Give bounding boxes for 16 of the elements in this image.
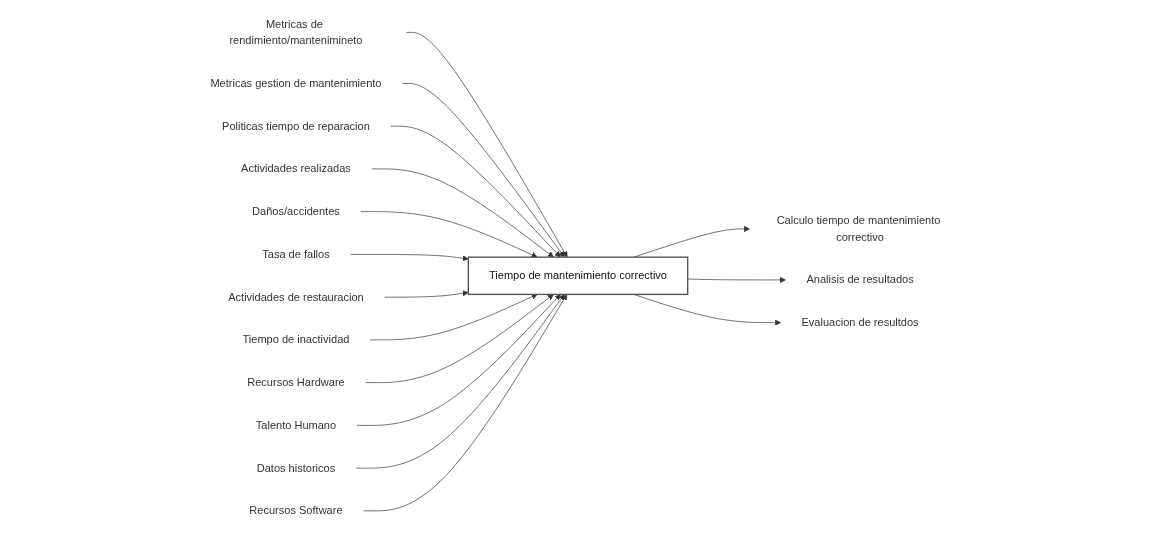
node-text: Calculo tiempo de mantenimiento correctivo: [776, 214, 941, 243]
node-text: Tasa de fallos: [262, 248, 330, 260]
node-text: Politicas tiempo de reparacion: [222, 119, 370, 132]
node-text: Tiempo de inactividad: [242, 333, 350, 346]
node-text: Analisis de resultados: [806, 273, 914, 286]
node-text: Metricas de rendimiento/mantenimineto: [229, 17, 363, 47]
node-text: Actividades realizadas: [241, 162, 351, 175]
node-text: Metricas gestion de mantenimiento: [210, 77, 382, 89]
node-text: Daños/accidentes: [252, 205, 340, 218]
node-box: Tiempo de mantenimiento correctivo: [467, 256, 689, 296]
node-text: Evaluacion de resultdos: [801, 316, 919, 329]
node-text: Actividades de restauracion: [228, 290, 364, 303]
node-text: Datos historicos: [256, 461, 336, 474]
node-text: Recursos Software: [249, 504, 343, 517]
node-text: Recursos Hardware: [247, 376, 345, 389]
node-text: Talento Humano: [255, 419, 337, 431]
